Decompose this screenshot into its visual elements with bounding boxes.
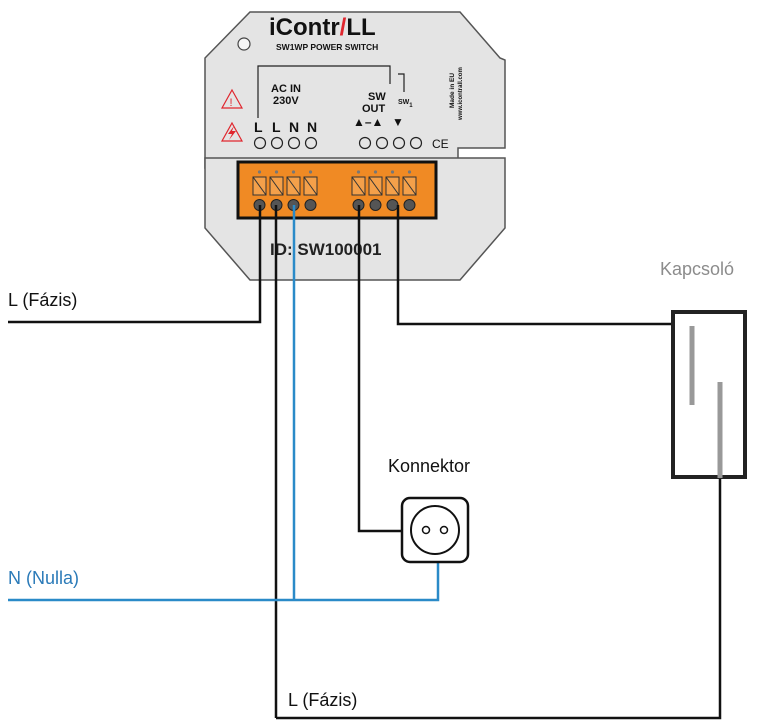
- ac-in-bracket: [257, 65, 391, 118]
- socket-icon: [400, 496, 470, 564]
- terminal-label-l2: L: [272, 119, 281, 135]
- switched-output-wire: [357, 205, 402, 533]
- mount-hole: [237, 37, 251, 51]
- output-terminal-holes: [358, 136, 423, 150]
- sw-out-label-2: OUT: [362, 103, 386, 115]
- neutral-wire: [8, 205, 440, 602]
- phase-input-wire: [8, 205, 262, 324]
- sw1-arrow: ▼: [392, 115, 404, 129]
- switch-label: Kapcsoló: [660, 259, 734, 279]
- made-in-label: Made in EU: [449, 73, 456, 108]
- high-voltage-icon: [220, 121, 244, 142]
- terminal-label-n2: N: [307, 119, 317, 135]
- ac-in-label: AC IN: [271, 83, 301, 95]
- connector-label: Konnektor: [388, 456, 470, 476]
- device-id-label: ID: SW100001: [270, 240, 382, 259]
- brand-logo: iContr/LL: [269, 14, 376, 41]
- svg-text:!: !: [230, 97, 233, 109]
- sw-out-arrows: ▲–▲: [353, 115, 383, 129]
- terminal-clamp-lines: [252, 176, 417, 196]
- warning-triangle-icon: !: [220, 88, 244, 109]
- voltage-label: 230V: [273, 95, 299, 107]
- sw1-label: SW1: [398, 99, 413, 109]
- input-terminal-holes: [253, 136, 318, 150]
- phase-bottom-wire: [274, 205, 722, 720]
- model-label: SW1WP POWER SWITCH: [276, 42, 378, 52]
- switch-module: iContr/LL SW1WP POWER SWITCH AC IN 230V …: [204, 11, 506, 281]
- wall-switch-icon: [671, 310, 747, 479]
- website-label: www.icontrall.com: [458, 67, 464, 121]
- terminal-label-l1: L: [254, 119, 263, 135]
- phase-top-label: L (Fázis): [8, 290, 77, 310]
- neutral-label: N (Nulla): [8, 568, 79, 588]
- ce-mark: CE: [432, 137, 449, 151]
- terminal-screws: [253, 199, 416, 211]
- terminal-dots: [257, 170, 412, 174]
- sw1-bracket: [398, 73, 405, 92]
- terminal-label-n1: N: [289, 119, 299, 135]
- sw-out-label-1: SW: [368, 91, 386, 103]
- phase-bottom-label: L (Fázis): [288, 690, 357, 710]
- module-upper-housing: [204, 11, 506, 169]
